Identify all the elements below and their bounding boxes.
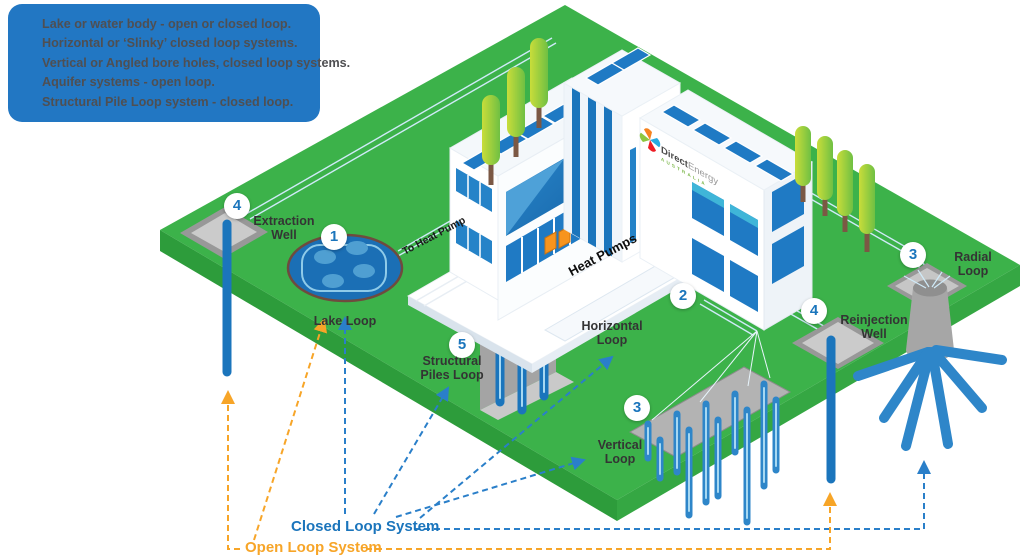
building (449, 47, 813, 331)
reinjection-well (792, 317, 884, 484)
extraction-well (180, 207, 268, 377)
trees (482, 38, 875, 252)
closed-loop-arrows (338, 316, 931, 530)
open-loop-arrows (221, 318, 837, 550)
lake (286, 233, 404, 303)
radial-loop (853, 263, 1007, 451)
solar-panels-right (660, 104, 795, 182)
vertical-loop (628, 330, 792, 526)
logo-pinwheel-icon (639, 128, 661, 152)
